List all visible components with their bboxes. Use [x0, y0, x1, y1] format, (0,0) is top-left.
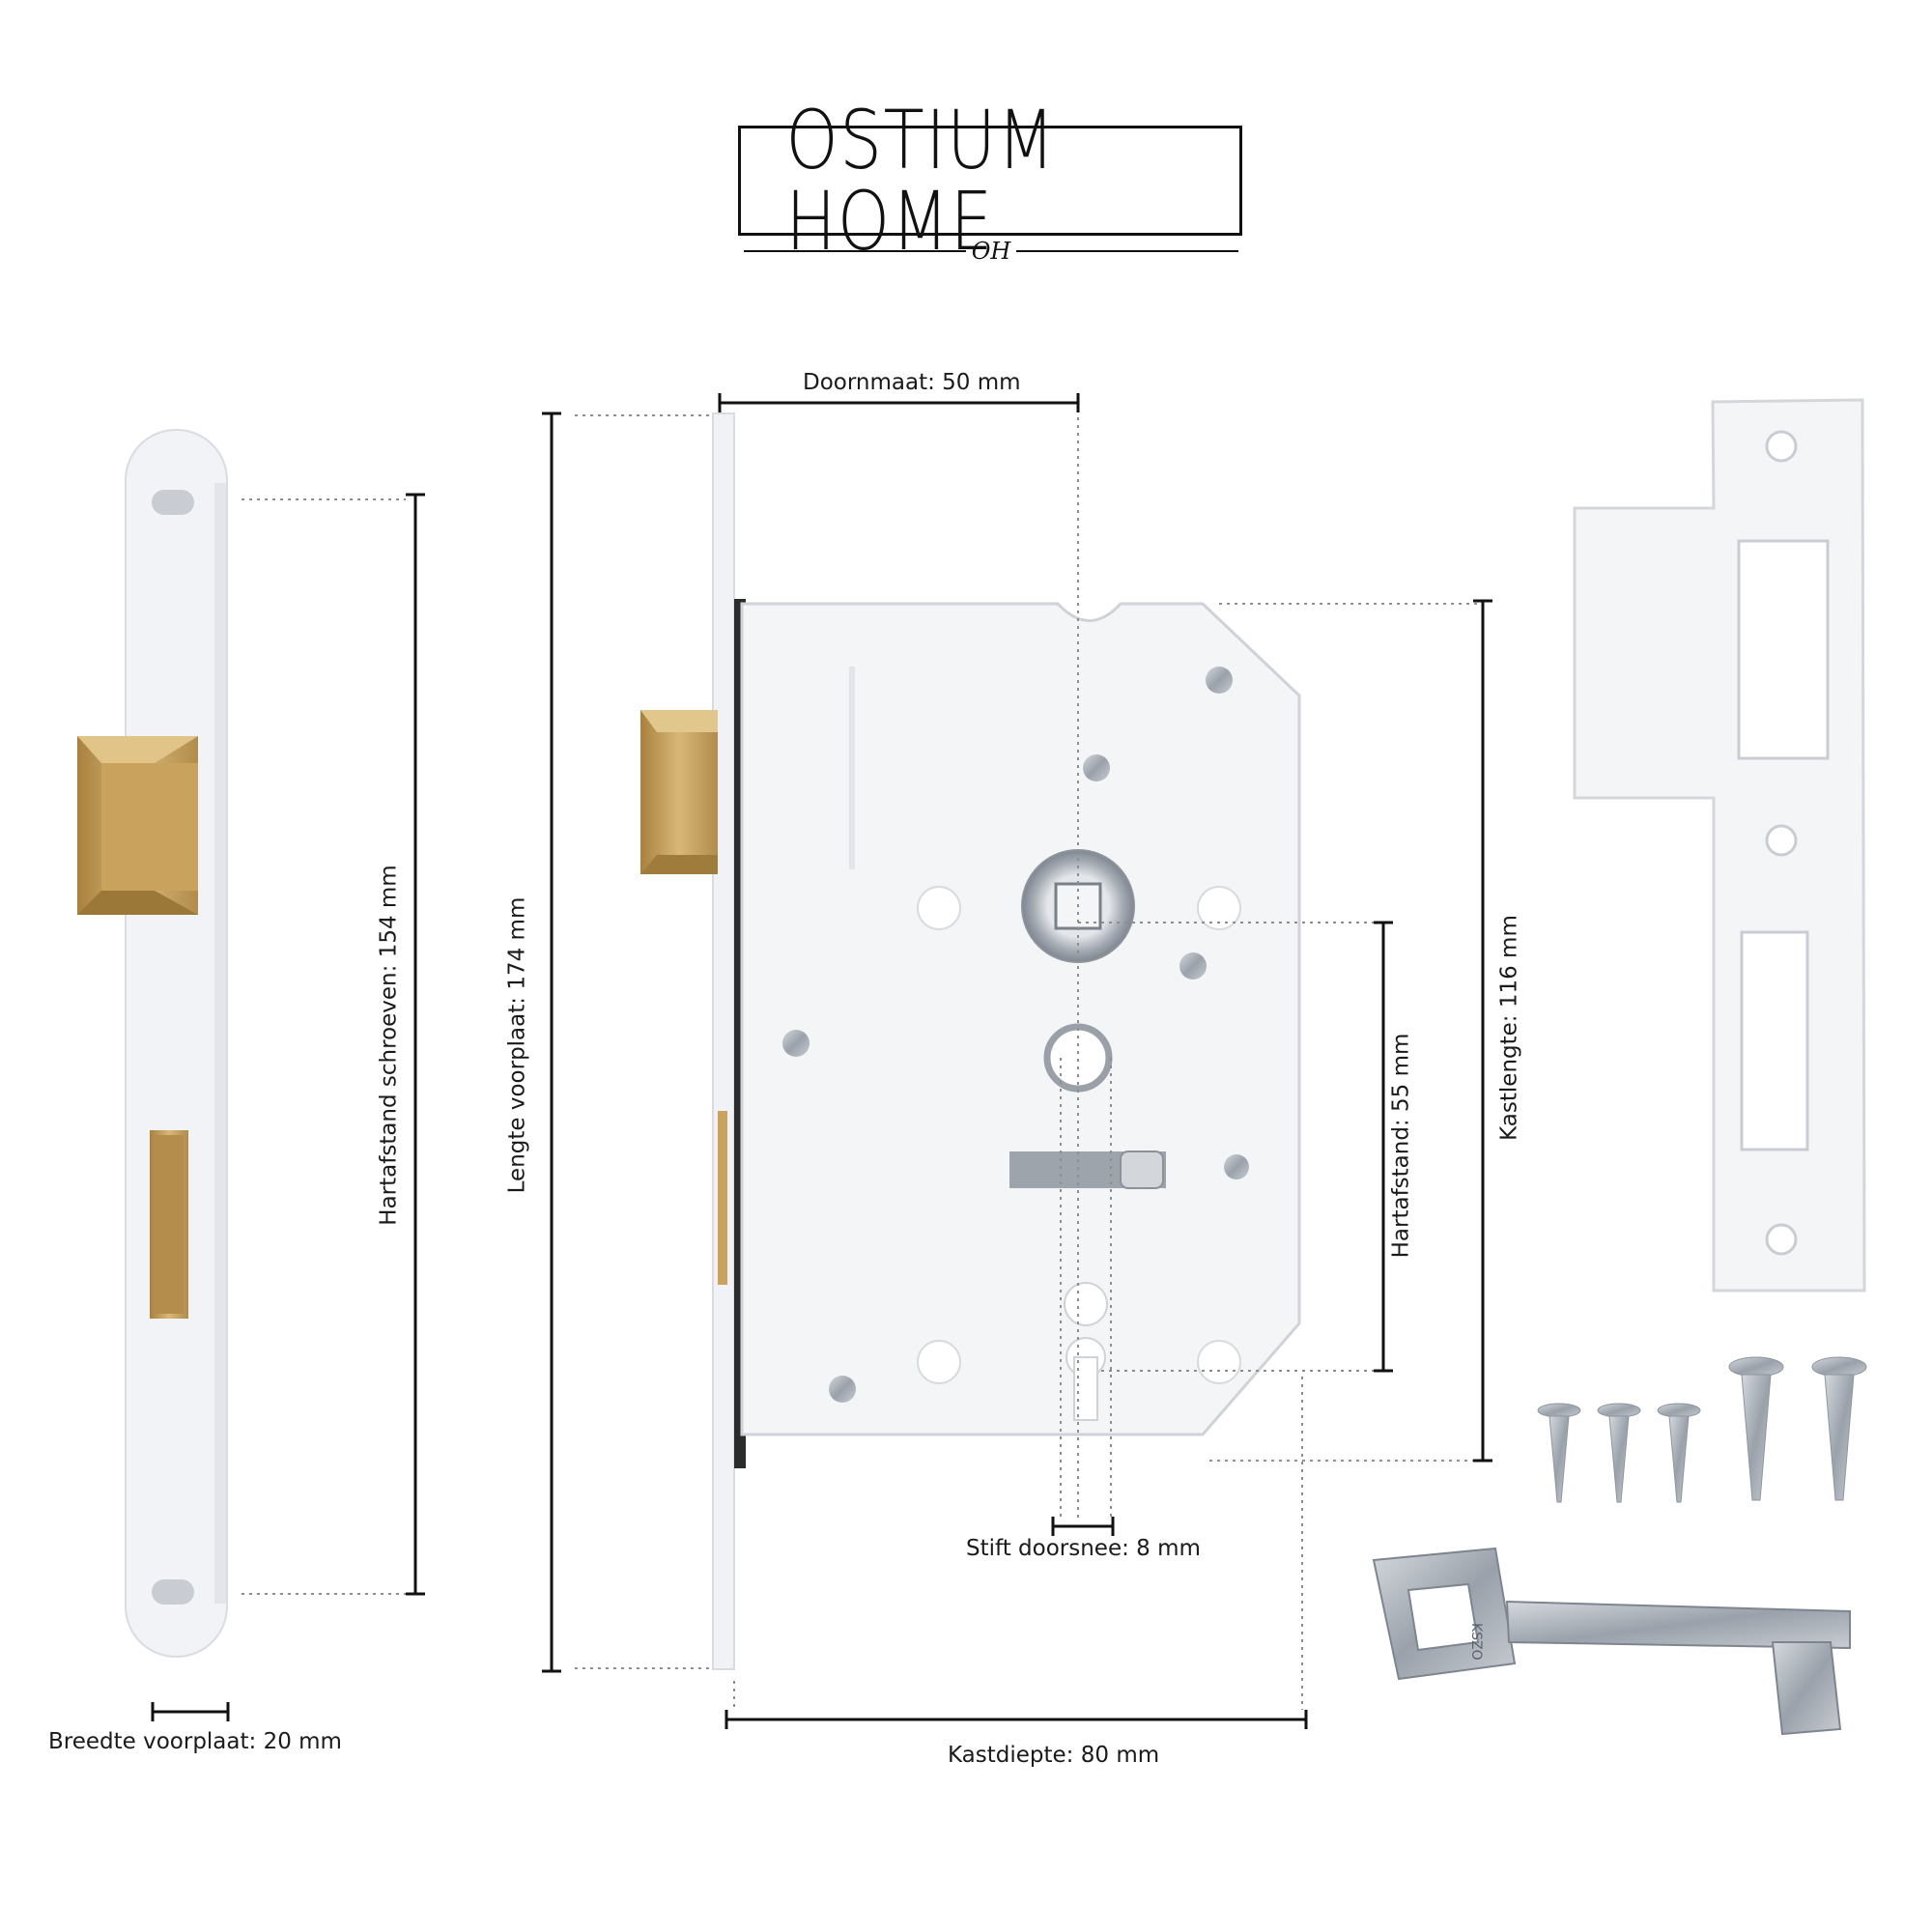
- brand-logo: OSTIUM HOME: [738, 99, 1242, 262]
- monogram: OH: [972, 238, 1012, 265]
- logo-monogram-divider: OH: [744, 238, 1238, 265]
- striking-plate: [1573, 398, 1866, 1293]
- screw-large-2: [1811, 1356, 1867, 1501]
- label-hartafstand-schroeven: Hartafstand schroeven: 154 mm: [376, 865, 402, 1226]
- brand-name: OSTIUM HOME: [785, 93, 1057, 269]
- keyhole: [1064, 1282, 1108, 1421]
- screw-small-1: [1537, 1403, 1581, 1503]
- key-engraving: KSZO: [1468, 1623, 1484, 1661]
- forend-side: [712, 412, 735, 1670]
- screw-large-1: [1728, 1356, 1784, 1501]
- screws: [1537, 1356, 1867, 1503]
- latch-bolt: [77, 736, 198, 915]
- forend-plate-front: [77, 429, 228, 1658]
- label-breedte-voorplaat: Breedte voorplaat: 20 mm: [48, 1729, 342, 1754]
- screw-small-2: [1597, 1403, 1641, 1503]
- screw-hole-bottom: [152, 1579, 194, 1605]
- spring-ring: [1043, 1023, 1113, 1093]
- screw-small-3: [1657, 1403, 1701, 1503]
- key: KSZO: [1372, 1547, 1851, 1736]
- lock-case: [151, 393, 1492, 1729]
- label-kastdiepte: Kastdiepte: 80 mm: [948, 1743, 1160, 1768]
- latch-side: [640, 710, 718, 874]
- label-hartafstand: Hartafstand: 55 mm: [1388, 1033, 1414, 1259]
- screw-hole-top: [152, 490, 194, 515]
- label-doornmaat: Doornmaat: 50 mm: [803, 370, 1021, 395]
- label-lengte-voorplaat: Lengte voorplaat: 174 mm: [504, 896, 530, 1194]
- label-kastlengte: Kastlengte: 116 mm: [1496, 915, 1522, 1141]
- label-stift-doorsnee: Stift doorsnee: 8 mm: [966, 1536, 1201, 1561]
